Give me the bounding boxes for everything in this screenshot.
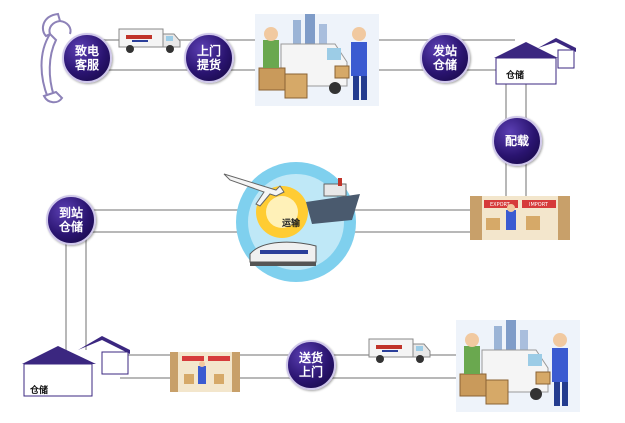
node-pickup: 上门 提货 (184, 33, 234, 83)
node-customer-service-line2: 客服 (74, 58, 99, 72)
node-delivery-line1: 送货 (298, 351, 323, 365)
warehouse-label-top: 仓储 (506, 71, 525, 81)
node-origin-warehouse: 发站 仓储 (420, 33, 470, 83)
node-delivery: 送货 上门 (286, 340, 336, 390)
workers-delivery-scene (456, 320, 580, 412)
workers-loading-scene (255, 14, 379, 106)
port-customs-scene: EXPORT IMPORT (470, 196, 570, 240)
node-delivery-line2: 上门 (298, 365, 323, 379)
telephone-icon (40, 12, 72, 104)
warehouse-label-bottom: 仓储 (30, 386, 49, 396)
warehouse-icon-top (494, 38, 576, 85)
node-loading-line1: 配载 (504, 134, 529, 148)
node-customer-service: 致电 客服 (62, 33, 112, 83)
node-pickup-line1: 上门 (196, 44, 221, 58)
unloading-scene (170, 352, 240, 392)
delivery-truck-icon-bottom (368, 338, 431, 363)
warehouse-icon-bottom (22, 336, 130, 397)
transport-hub-globe (223, 162, 360, 282)
node-dest-warehouse-line2: 仓储 (58, 220, 83, 234)
node-origin-warehouse-line2: 仓储 (432, 58, 457, 72)
node-loading: 配载 (492, 116, 542, 166)
hub-label: 运输 (282, 219, 301, 229)
node-origin-warehouse-line1: 发站 (432, 44, 457, 58)
import-sign: IMPORT (529, 202, 549, 208)
node-pickup-line2: 提货 (196, 58, 221, 72)
node-dest-warehouse: 到站 仓储 (46, 195, 96, 245)
node-dest-warehouse-line1: 到站 (58, 206, 83, 220)
export-sign: EXPORT (490, 202, 511, 208)
delivery-truck-icon (118, 28, 181, 53)
node-customer-service-line1: 致电 (74, 44, 99, 58)
